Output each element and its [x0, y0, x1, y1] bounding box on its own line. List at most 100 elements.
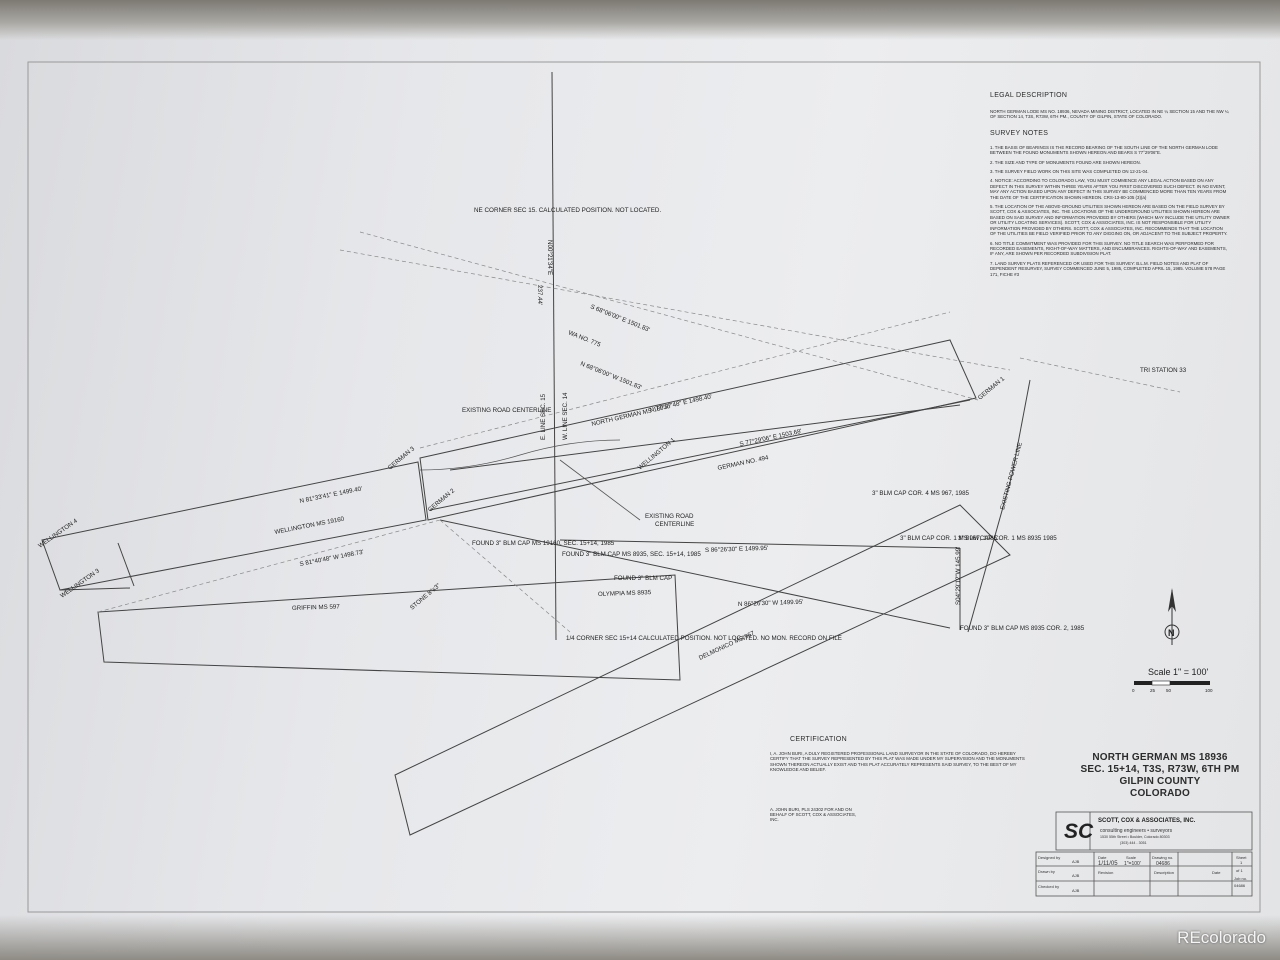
survey-notes-heading: SURVEY NOTES [990, 129, 1049, 137]
plat-label: WA NO. 775 [567, 329, 602, 348]
north-arrow-icon: N [1164, 588, 1180, 645]
checked-value: AJB [1072, 888, 1080, 893]
plat-label: GRIFFIN MS 597 [292, 603, 341, 612]
plat-label: 3" BLM CAP COR. 4 MS 967, 1985 [872, 490, 970, 497]
certification: CERTIFICATION I, A. JOHN BURI, A DULY RE… [770, 736, 1032, 827]
title-block-frame [1035, 811, 1253, 897]
plat-label: W. LINE SEC. 14 [562, 392, 569, 440]
plat-label: WELLINGTON MS 19160 [274, 515, 345, 535]
plat-label: STONE 8"x3" [409, 582, 442, 611]
plat-label: 1/4 CORNER SEC 15+14 CALCULATED POSITION… [566, 635, 842, 642]
olympia-line [439, 519, 951, 629]
designed-value: AJB [1072, 859, 1080, 864]
scale-tick: 25 [1150, 688, 1156, 693]
date-value: 1/11/05 [1098, 861, 1118, 867]
company-tagline: consulting engineers • surveyors [1100, 828, 1173, 834]
plat-label: EXISTING ROAD CENTERLINE [462, 407, 551, 414]
plat-label: GERMAN NO. 494 [717, 454, 770, 472]
legal-heading: LEGAL DESCRIPTION [990, 92, 1068, 99]
scale-tick: 100 [1205, 688, 1213, 693]
plat-label: FOUND 3" BLM CAP [614, 575, 672, 582]
job-label: Job no. [1234, 876, 1248, 881]
drawing-label: Drawing no. [1152, 855, 1174, 860]
plat-label: 3" BLM CAP COR. 1 MS 967, 1985 [900, 535, 998, 542]
north-letter: N [1168, 628, 1175, 638]
plat-label: N 68°06'00" W 1501.83' [579, 360, 642, 391]
north-german-lode [419, 339, 977, 521]
power-line [967, 474, 1013, 633]
plat-label: 237.44' [536, 285, 543, 305]
scale-cell-label: Scale [1126, 855, 1137, 860]
plat-label: S 77°29'06" E 1503.68' [739, 428, 803, 448]
survey-note: 5. THE LOCATION OF THE ABOVE-GROUND UTIL… [990, 204, 1230, 237]
photo-shadow-bottom [0, 915, 1280, 960]
company-name: SCOTT, COX & ASSOCIATES, INC. [1098, 818, 1196, 824]
survey-note: 6. NO TITLE COMMITMENT WAS PROVIDED FOR … [990, 240, 1227, 257]
project-title-line: GILPIN COUNTY [1119, 776, 1201, 787]
plat-label: E. LINE SEC. 15 [540, 393, 547, 440]
revision-label: Revision [1098, 870, 1114, 875]
plat-label: N00°21'34"E [546, 240, 553, 275]
sheet-border [27, 61, 1261, 913]
legal-text: NORTH GERMAN LODE MS NO. 18936, NEVADA M… [990, 109, 1229, 120]
plat-label: EXISTING POWER LINE [999, 442, 1024, 511]
plat-linework [41, 71, 1031, 836]
plat-label: OLYMPIA MS 8935 [598, 589, 652, 598]
plat-label: N 81°33'41" E 1499.40' [299, 485, 363, 505]
plat-label: N 77°27'48" E 1498.40' [649, 393, 713, 414]
certification-text: I, A. JOHN BURI, A DULY REGISTERED PROFE… [770, 751, 1025, 773]
project-title-line: SEC. 15+14, T3S, R73W, 6TH PM [1080, 764, 1240, 775]
drawn-label: Drawn by [1038, 869, 1055, 874]
company-logo-icon: SC [1064, 820, 1094, 843]
plat-dashed-lines [97, 231, 1181, 633]
plat-label: S04°29'12"W 145.99' [955, 547, 962, 605]
scale-label: Scale 1" = 100' [1148, 667, 1208, 677]
survey-note: 3. THE SURVEY FIELD WORK ON THIS SITE WA… [990, 169, 1149, 175]
certification-signature: A. JOHN BURI, PLS 24302 FOR AND ON BEHAL… [770, 806, 857, 823]
sheet-value: 1 [1240, 860, 1243, 865]
plat-label: S 68°06'00" E 1501.83' [589, 303, 650, 333]
plat-label: N 86°26'30" W 1499.95' [738, 599, 804, 608]
scale-bar: Scale 1" = 100' 0 25 50 100 [1132, 667, 1213, 693]
survey-note: 1. THE BASIS OF BEARINGS IS THE RECORD B… [990, 144, 1218, 156]
plat-label: GERMAN 3 [387, 445, 417, 471]
existing-road [419, 439, 641, 521]
wellington-lode [41, 461, 427, 591]
plat-label: GERMAN 1 [977, 375, 1007, 401]
company-box: SC SCOTT, COX & ASSOCIATES, INC. consult… [1060, 816, 1250, 850]
sheet-label: Sheet [1236, 855, 1247, 860]
scale-tick: 0 [1132, 688, 1135, 693]
plat-label: S 86°26'30" E 1499.95' [705, 545, 769, 554]
legal-description: LEGAL DESCRIPTION NORTH GERMAN LODE MS N… [990, 92, 1230, 281]
survey-note: 7. LAND SURVEY PLATS REFERENCED OR USED … [990, 260, 1226, 277]
plat-label: FOUND 3" BLM CAP MS 19160, SEC. 15+14, 1… [472, 540, 615, 547]
plat-label: NE CORNER SEC 15. CALCULATED POSITION. N… [474, 207, 661, 214]
drawing-value: 04686 [1156, 861, 1170, 867]
survey-notes-list: 1. THE BASIS OF BEARINGS IS THE RECORD B… [990, 145, 1230, 277]
plat-label: FOUND 3" BLM CAP MS 8935, SEC. 15+14, 19… [562, 551, 701, 558]
company-address: 1530 55th Street • Boulder, Colorado 803… [1100, 835, 1170, 839]
of-value: of 1 [1236, 868, 1243, 873]
plat-label: S 81°40'48" W 1498.73' [299, 549, 364, 568]
plat-label: FOUND 3" BLM CAP MS 8935 COR. 2, 1985 [960, 625, 1085, 632]
checked-label: Checked by [1038, 884, 1060, 889]
plat-label: 3" BLM CAP COR. 1 MS 8935 1985 [958, 535, 1057, 542]
plat-label: TRI STATION 33 [1140, 367, 1187, 374]
survey-note: 4. NOTICE: ACCORDING TO COLORADO LAW, YO… [990, 178, 1227, 200]
plat-label: GERMAN 2 [427, 487, 457, 513]
griffin-lode [97, 574, 681, 681]
date-label: Date [1098, 855, 1107, 860]
designed-label: Designed by [1038, 855, 1061, 860]
certification-heading: CERTIFICATION [790, 736, 847, 743]
survey-note: 2. THE SIZE AND TYPE OF MONUMENTS FOUND … [990, 159, 1141, 165]
plat-label: CENTERLINE [655, 521, 694, 528]
section-line [551, 71, 557, 641]
drawn-value: AJB [1072, 873, 1080, 878]
description-label: Description [1154, 870, 1175, 875]
scale-cell-value: 1"=100' [1124, 861, 1141, 867]
scale-tick: 50 [1166, 688, 1172, 693]
photo-shadow-top [0, 0, 1280, 40]
project-title-line: COLORADO [1130, 788, 1190, 799]
